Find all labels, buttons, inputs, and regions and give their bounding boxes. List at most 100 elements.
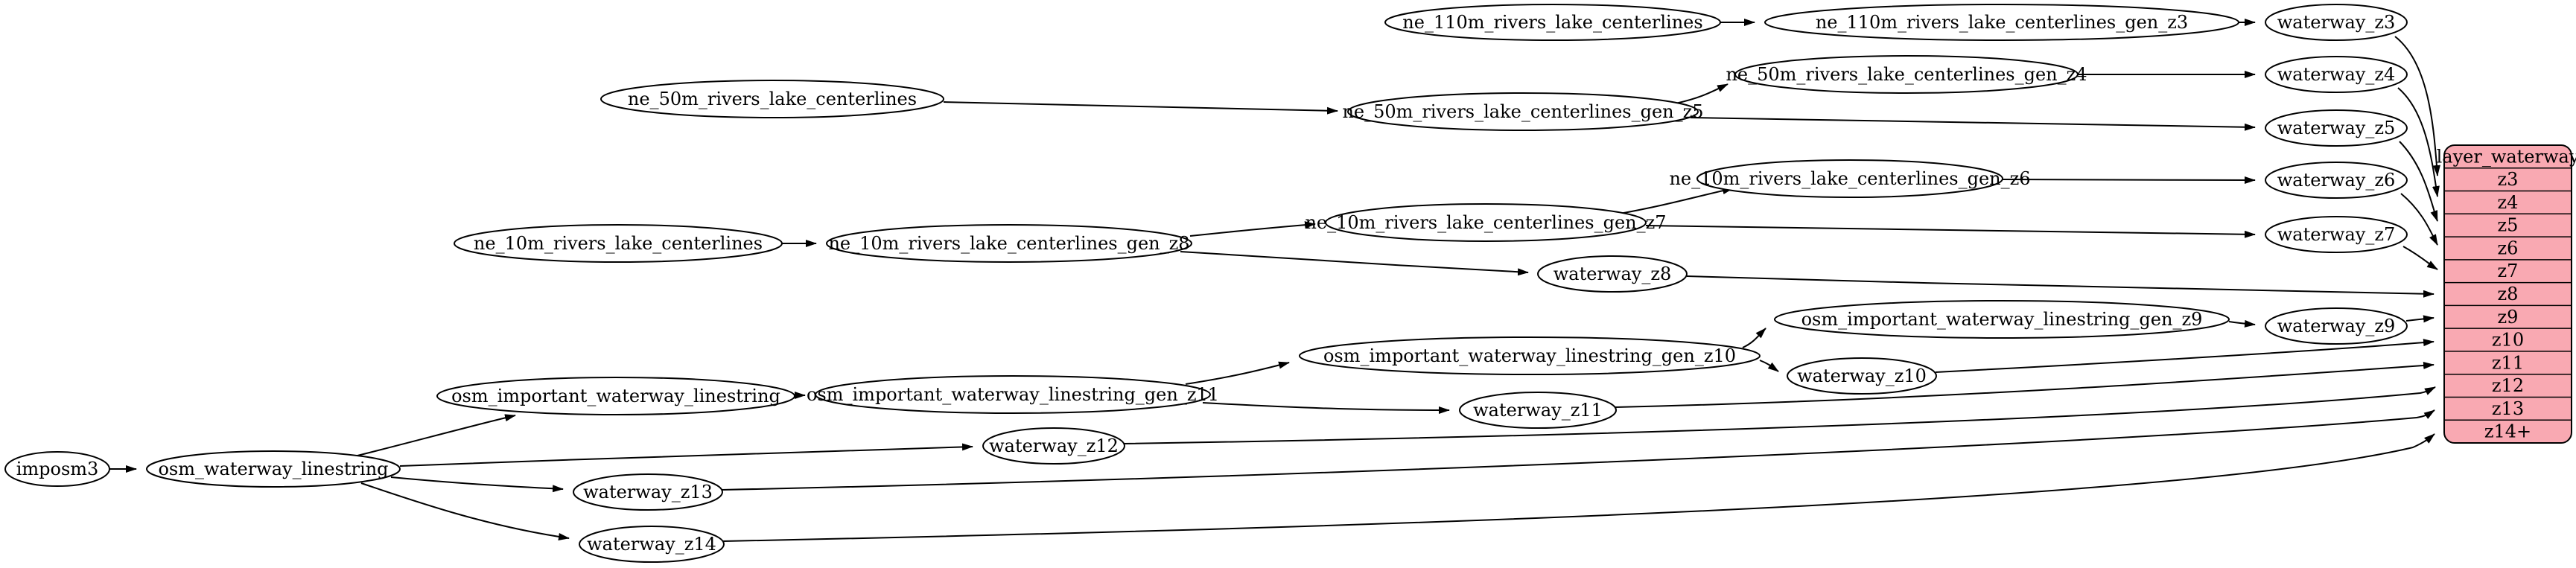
node-ne_110m_rivers_lake_centerlines_gen_z3: ne_110m_rivers_lake_centerlines_gen_z3	[1764, 4, 2239, 41]
node-imposm3-label: imposm3	[16, 459, 99, 479]
node-waterway_z9-label: waterway_z9	[2277, 316, 2396, 336]
node-waterway_z8: waterway_z8	[1537, 255, 1688, 293]
record-row-z3: z3	[2498, 169, 2519, 190]
record-row-z6: z6	[2498, 237, 2519, 258]
node-waterway_z5-shape	[2265, 109, 2408, 147]
node-ne_10m_rivers_lake_centerlines-shape	[454, 224, 783, 263]
node-ne_10m_rivers_lake_centerlines_gen_z8-label: ne_10m_rivers_lake_centerlines_gen_z8	[828, 233, 1189, 254]
node-osm_important_waterway_linestring: osm_important_waterway_linestring	[436, 377, 795, 415]
node-ne_110m_rivers_lake_centerlines-label: ne_110m_rivers_lake_centerlines	[1402, 12, 1702, 33]
record-node-layer: layer_waterwayz3z4z5z6z7z8z9z10z11z12z13…	[2437, 144, 2576, 444]
edge-waterway_z6-to-layer_waterway.z6	[2400, 193, 2438, 246]
node-ne_10m_rivers_lake_centerlines: ne_10m_rivers_lake_centerlines	[454, 224, 783, 263]
edge-waterway_z5-to-layer_waterway.z5	[2399, 141, 2438, 222]
record-row-z4: z4	[2498, 192, 2519, 213]
node-waterway_z3: waterway_z3	[2265, 4, 2408, 41]
edge-osm_important_waterway_linestring_gen_z10-to-osm_important_waterway_linestring_gen_z9	[1742, 328, 1766, 348]
node-waterway_z4-label: waterway_z4	[2277, 64, 2396, 85]
record-row-z13: z13	[2492, 398, 2524, 419]
node-osm_waterway_linestring-label: osm_waterway_linestring	[158, 459, 388, 479]
node-waterway_z6-label: waterway_z6	[2277, 170, 2396, 191]
edge-ne_10m_rivers_lake_centerlines_gen_z8-to-ne_10m_rivers_lake_centerlines_gen_z7	[1189, 221, 1316, 237]
edge-waterway_z13-to-layer_waterway.z13	[721, 409, 2435, 491]
node-waterway_z6-shape	[2265, 162, 2408, 199]
node-osm_important_waterway_linestring_gen_z10: osm_important_waterway_linestring_gen_z1…	[1299, 336, 1761, 375]
node-osm_important_waterway_linestring_gen_z9-label: osm_important_waterway_linestring_gen_z9	[1801, 309, 2203, 330]
node-waterway_z14-shape	[579, 526, 725, 563]
node-waterway_z7: waterway_z7	[2265, 216, 2408, 253]
node-waterway_z5: waterway_z5	[2265, 109, 2408, 147]
edge-waterway_z11-to-layer_waterway.z11	[1615, 362, 2435, 408]
node-ne_50m_rivers_lake_centerlines_gen_z4-shape	[1734, 55, 2079, 94]
node-ne_10m_rivers_lake_centerlines_gen_z6-label: ne_10m_rivers_lake_centerlines_gen_z6	[1669, 168, 2030, 189]
edge-osm_important_waterway_linestring_gen_z11-to-osm_important_waterway_linestring_gen_z10	[1185, 361, 1290, 385]
record-row-z14+: z14+	[2484, 421, 2531, 442]
edge-osm_important_waterway_linestring_gen_z11-to-waterway_z11	[1202, 402, 1450, 414]
record-row-z9: z9	[2498, 307, 2519, 328]
node-waterway_z7-shape	[2265, 216, 2408, 253]
node-waterway_z7-label: waterway_z7	[2277, 224, 2396, 245]
node-osm_important_waterway_linestring-shape	[436, 377, 795, 415]
node-waterway_z4-shape	[2265, 56, 2408, 93]
node-waterway_z10-shape	[1787, 357, 1937, 395]
node-waterway_z12-label: waterway_z12	[989, 435, 1119, 456]
node-osm_waterway_linestring: osm_waterway_linestring	[146, 450, 401, 488]
node-waterway_z10-label: waterway_z10	[1797, 366, 1927, 386]
node-osm_important_waterway_linestring_gen_z11-label: osm_important_waterway_linestring_gen_z1…	[807, 384, 1219, 405]
node-ne_10m_rivers_lake_centerlines_gen_z6: ne_10m_rivers_lake_centerlines_gen_z6	[1669, 159, 2031, 198]
node-waterway_z4: waterway_z4	[2265, 56, 2408, 93]
edge-waterway_z10-to-layer_waterway.z10	[1935, 339, 2435, 373]
edge-ne_10m_rivers_lake_centerlines_gen_z7-to-waterway_z7	[1645, 225, 2256, 238]
record-row-z11: z11	[2492, 352, 2524, 373]
node-osm_important_waterway_linestring_gen_z10-label: osm_important_waterway_linestring_gen_z1…	[1323, 345, 1736, 366]
node-ne_110m_rivers_lake_centerlines-shape	[1384, 4, 1721, 41]
record-layer-waterway-box	[2443, 144, 2572, 444]
node-waterway_z8-label: waterway_z8	[1553, 264, 1672, 284]
node-waterway_z11-label: waterway_z11	[1473, 400, 1603, 421]
node-ne_50m_rivers_lake_centerlines-shape	[600, 80, 944, 118]
node-ne_50m_rivers_lake_centerlines: ne_50m_rivers_lake_centerlines	[600, 80, 944, 118]
edge-osm_waterway_linestring-to-osm_important_waterway_linestring	[357, 414, 516, 456]
node-osm_important_waterway_linestring_gen_z9-shape	[1774, 300, 2230, 339]
node-ne_110m_rivers_lake_centerlines_gen_z3-label: ne_110m_rivers_lake_centerlines_gen_z3	[1816, 12, 2188, 33]
node-ne_50m_rivers_lake_centerlines_gen_z5-label: ne_50m_rivers_lake_centerlines_gen_z5	[1342, 101, 1703, 122]
node-ne_10m_rivers_lake_centerlines_gen_z6-shape	[1696, 159, 2003, 198]
node-ne_50m_rivers_lake_centerlines_gen_z4: ne_50m_rivers_lake_centerlines_gen_z4	[1726, 55, 2087, 94]
edge-osm_important_waterway_linestring_gen_z10-to-waterway_z10	[1759, 360, 1779, 372]
node-ne_50m_rivers_lake_centerlines-label: ne_50m_rivers_lake_centerlines	[628, 89, 917, 109]
edges-layer	[109, 19, 2440, 542]
node-waterway_z13: waterway_z13	[573, 473, 723, 511]
edge-ne_10m_rivers_lake_centerlines_gen_z7-to-ne_10m_rivers_lake_centerlines_gen_z6	[1619, 187, 1734, 214]
edge-waterway_z8-to-layer_waterway.z8	[1686, 275, 2435, 298]
record-row-z8: z8	[2498, 284, 2519, 304]
node-ne_10m_rivers_lake_centerlines_gen_z7-label: ne_10m_rivers_lake_centerlines_gen_z7	[1305, 212, 1666, 233]
record-row-z5: z5	[2498, 215, 2519, 236]
node-osm_waterway_linestring-shape	[146, 450, 401, 488]
node-waterway_z13-label: waterway_z13	[583, 482, 713, 502]
node-waterway_z9-shape	[2265, 307, 2408, 345]
node-waterway_z10: waterway_z10	[1787, 357, 1937, 395]
node-ne_10m_rivers_lake_centerlines-label: ne_10m_rivers_lake_centerlines	[474, 233, 763, 254]
node-waterway_z3-shape	[2265, 4, 2408, 41]
node-waterway_z11-shape	[1459, 392, 1617, 429]
edge-waterway_z7-to-layer_waterway.z7	[2402, 246, 2438, 270]
node-waterway_z3-label: waterway_z3	[2277, 12, 2396, 33]
record-row-z10: z10	[2492, 330, 2524, 351]
record-title: layer_waterway	[2437, 146, 2576, 167]
node-ne_50m_rivers_lake_centerlines_gen_z4-label: ne_50m_rivers_lake_centerlines_gen_z4	[1726, 64, 2087, 85]
node-osm_important_waterway_linestring_gen_z10-shape	[1299, 336, 1761, 375]
edge-waterway_z9-to-layer_waterway.z9	[2405, 315, 2435, 323]
edge-ne_50m_rivers_lake_centerlines-to-ne_50m_rivers_lake_centerlines_gen_z5	[943, 101, 1338, 115]
node-ne_10m_rivers_lake_centerlines_gen_z7: ne_10m_rivers_lake_centerlines_gen_z7	[1305, 203, 1667, 242]
edge-waterway_z12-to-layer_waterway.z12	[1123, 386, 2436, 444]
node-ne_10m_rivers_lake_centerlines_gen_z7-shape	[1325, 203, 1647, 242]
node-waterway_z11: waterway_z11	[1459, 392, 1617, 429]
edge-ne_50m_rivers_lake_centerlines_gen_z5-to-ne_50m_rivers_lake_centerlines_gen_z4	[1675, 83, 1729, 104]
node-osm_important_waterway_linestring_gen_z11-shape	[815, 375, 1211, 414]
edge-waterway_z14-to-layer_waterway.z14+	[722, 433, 2435, 542]
node-imposm3: imposm3	[4, 451, 110, 487]
node-waterway_z14-label: waterway_z14	[587, 534, 716, 555]
edge-osm_important_waterway_linestring_gen_z9-to-waterway_z9	[2228, 319, 2256, 328]
edge-ne_10m_rivers_lake_centerlines_gen_z8-to-waterway_z8	[1180, 251, 1529, 276]
